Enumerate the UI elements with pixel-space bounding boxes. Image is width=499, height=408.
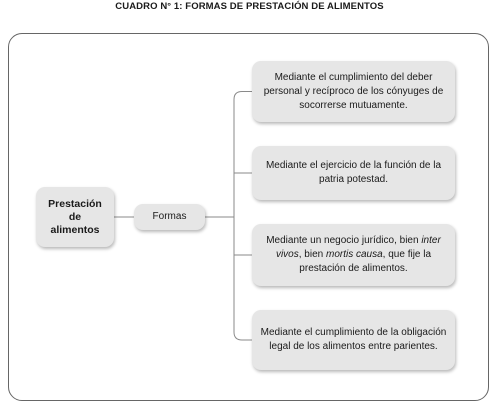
leaf-node-3-text: Mediante un negocio jurídico, bien inter… xyxy=(258,234,449,276)
leaf-node-3-italic-1: inter vivos xyxy=(275,235,441,260)
root-node-line-2: de xyxy=(68,210,82,223)
leaf-node-2: Mediante el ejercicio de la función de l… xyxy=(252,146,455,200)
leaf-node-4: Mediante el cumplimiento de la obligació… xyxy=(252,310,455,370)
leaf-node-3-italic-2: mortis causa xyxy=(325,249,383,260)
leaf-node-3-text-post: , que fije la prestación de alimentos. xyxy=(299,249,432,274)
leaf-node-3-text-pre: Mediante un negocio jurídico, bien xyxy=(266,235,422,246)
leaf-node-2-text: Mediante el ejercicio de la función de l… xyxy=(265,160,442,185)
root-node-line-1: Prestación xyxy=(48,197,102,210)
diagram-frame xyxy=(8,33,489,401)
root-node-line-3: alimentos xyxy=(50,223,100,236)
leaf-node-3-text-mid: , bien xyxy=(298,249,326,260)
leaf-node-3: Mediante un negocio jurídico, bien inter… xyxy=(252,224,455,286)
middle-node: Formas xyxy=(134,204,205,230)
leaf-node-1-text: Mediante el cumplimiento del deber perso… xyxy=(263,71,444,111)
connector-trunk xyxy=(233,91,252,341)
middle-node-label: Formas xyxy=(152,211,187,222)
leaf-node-1: Mediante el cumplimiento del deber perso… xyxy=(252,61,455,122)
diagram-title: CUADRO N° 1: FORMAS DE PRESTACIÓN DE ALI… xyxy=(115,1,384,12)
leaf-node-4-text: Mediante el cumplimiento de la obligació… xyxy=(260,327,447,352)
root-node: Prestación de alimentos xyxy=(36,187,114,247)
